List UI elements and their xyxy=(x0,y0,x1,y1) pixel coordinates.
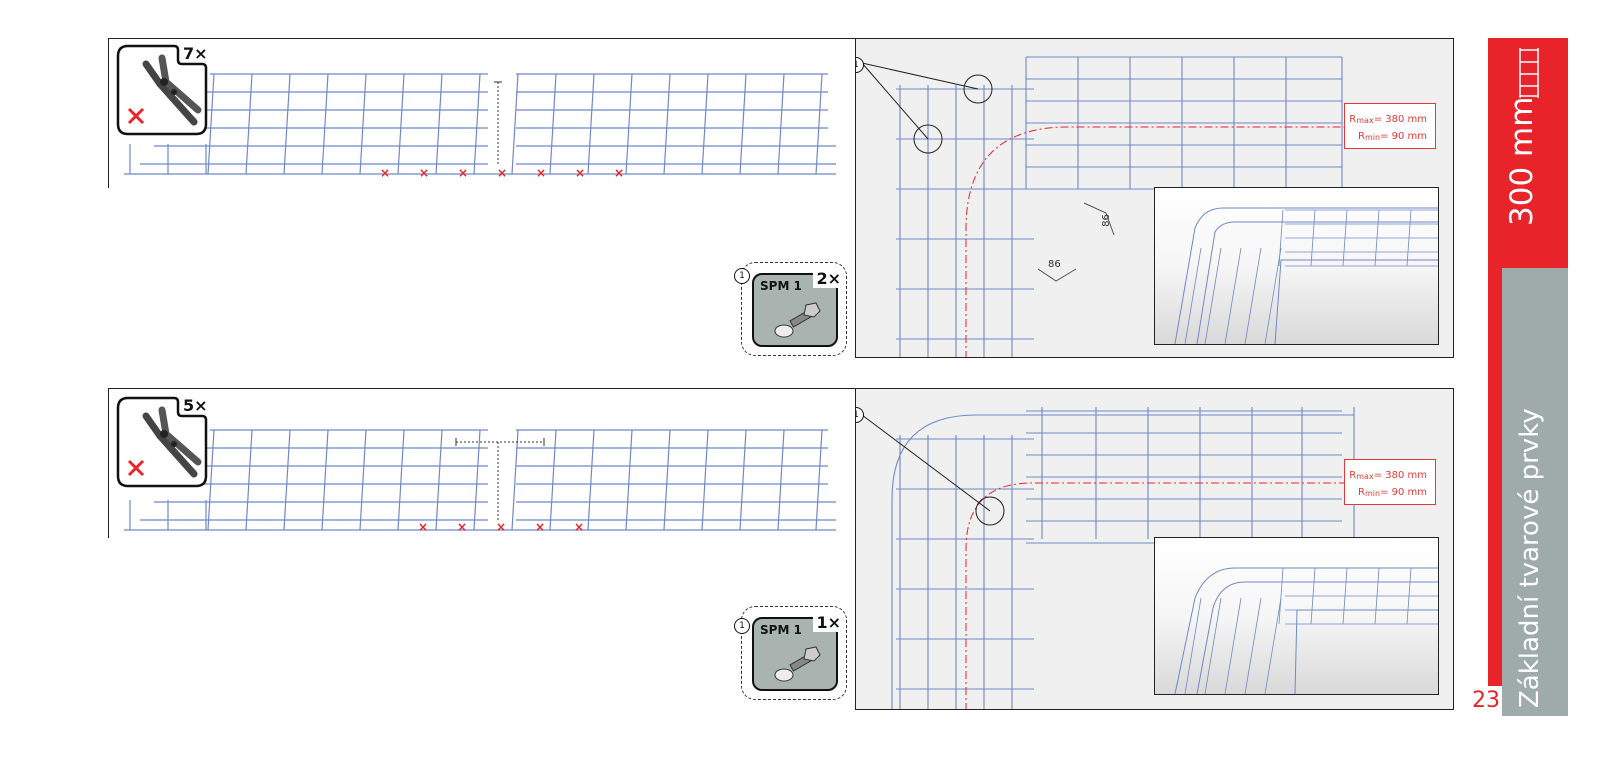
bend-wire-drawing xyxy=(861,407,1355,709)
radius-min: Rmin= 90 mm xyxy=(1358,131,1427,142)
cut-mark: × xyxy=(419,166,430,180)
dimension-vertical: 86 xyxy=(1100,214,1112,227)
cut-mark: × xyxy=(575,166,586,180)
cut-mark: × xyxy=(457,520,468,534)
no-cut-x-icon xyxy=(127,459,145,477)
cut-mark: × xyxy=(535,520,546,534)
spm-label: SPM 1 xyxy=(760,623,802,637)
sidebar-red-band xyxy=(1488,38,1568,268)
cut-mark: × xyxy=(574,520,585,534)
cut-mark: × xyxy=(496,520,507,534)
cut-count: 7× xyxy=(183,44,208,63)
spm-card xyxy=(752,273,838,347)
spm-badge: SPM 1 1× xyxy=(741,606,847,700)
straight-tray-drawing xyxy=(124,73,836,175)
spm-badge: SPM 1 2× xyxy=(741,262,847,356)
step-1-top-border xyxy=(108,38,855,39)
spm-callout: 1 xyxy=(734,268,750,284)
radius-min: Rmin= 90 mm xyxy=(1358,487,1427,498)
tray-width-label: 300 mm xyxy=(1504,96,1540,226)
radius-box: Rmax= 380 mm Rmin= 90 mm xyxy=(1344,103,1436,149)
bend-3d-inset xyxy=(1154,187,1439,345)
spm-count: 1× xyxy=(813,613,844,632)
spm-callout: 1 xyxy=(734,618,750,634)
page-number: 23 xyxy=(1472,688,1500,713)
spm-count: 2× xyxy=(813,269,844,288)
cutter-badge xyxy=(116,44,208,136)
cutter-badge xyxy=(116,396,208,488)
cut-mark: × xyxy=(380,166,391,180)
cable-tray-icon xyxy=(1519,48,1539,98)
cut-mark: × xyxy=(418,520,429,534)
sidebar-grey-band xyxy=(1502,230,1568,716)
bend-3d-inset xyxy=(1154,537,1439,695)
sidebar-red-strip xyxy=(1488,268,1502,686)
straight-tray-drawing xyxy=(124,429,836,531)
radius-max: Rmax= 380 mm xyxy=(1349,114,1427,125)
step-2-left-border xyxy=(108,388,109,538)
step-2-top-border xyxy=(108,388,855,389)
step-2-panel: × × × × × 5× SPM 1 1× 1 xyxy=(0,352,1460,712)
bend-top-view: 1 Rmax= 380 mm Rmin= 90 mm xyxy=(855,388,1454,710)
cut-count: 5× xyxy=(183,396,208,415)
cut-mark: × xyxy=(458,166,469,180)
bolt-and-nut-icon xyxy=(774,302,821,338)
radius-box: Rmax= 380 mm Rmin= 90 mm xyxy=(1344,459,1436,505)
step-1-panel: × × × × × × × 7× SPM 1 2× 1 xyxy=(0,0,1460,360)
bolt-and-nut-icon xyxy=(774,646,821,682)
cable-tray-icon xyxy=(1174,567,1438,694)
spm-label: SPM 1 xyxy=(760,279,802,293)
cut-mark: × xyxy=(614,166,625,180)
cable-tray-icon xyxy=(1174,207,1438,344)
step-1-left-border xyxy=(108,38,109,188)
bend-wire-drawing xyxy=(861,56,1346,357)
section-title: Základní tvarové prvky xyxy=(1515,408,1545,708)
dimension-horizontal: 86 xyxy=(1048,259,1061,270)
cut-mark: × xyxy=(536,166,547,180)
cut-mark: × xyxy=(497,166,508,180)
no-cut-x-icon xyxy=(127,107,145,125)
bend-top-view: 1 86 86 Rmax= 380 mm Rmin= 90 mm xyxy=(855,38,1454,358)
radius-max: Rmax= 380 mm xyxy=(1349,470,1427,481)
